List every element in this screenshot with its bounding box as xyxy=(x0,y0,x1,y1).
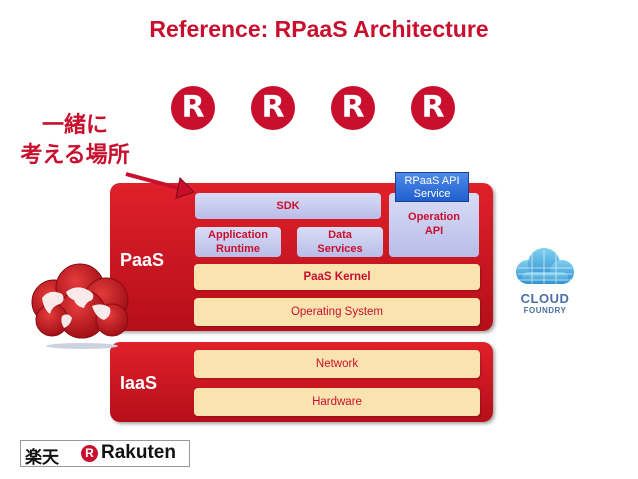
cloud-foundry-icon xyxy=(516,248,574,286)
operation-api-line2: API xyxy=(424,225,444,237)
pointer-arrow-icon xyxy=(125,172,195,199)
world-cloud-icon xyxy=(31,263,129,349)
iaas-label: IaaS xyxy=(120,373,158,393)
rakuten-r-badge: R xyxy=(81,445,98,462)
data-services-line2: Services xyxy=(317,243,363,255)
operating-system-box: Operating System xyxy=(194,298,480,326)
paas-label: PaaS xyxy=(120,250,165,270)
rakuten-r-logo: R xyxy=(171,86,215,130)
operation-api-box: Operation API xyxy=(389,193,479,257)
rakuten-jp-text: 楽天 xyxy=(25,448,59,468)
rakuten-r-logo: R xyxy=(251,86,295,130)
rpaas-api-service-box: RPaaS API Service xyxy=(395,172,469,202)
rakuten-brand-text: Rakuten xyxy=(101,442,176,463)
rpaas-api-line1: RPaaS API xyxy=(404,175,460,187)
rakuten-r-logo: R xyxy=(411,86,455,130)
callout-line2: 考える場所 xyxy=(20,143,130,168)
rakuten-footer-logo: 楽天 R Rakuten xyxy=(20,440,190,468)
cloud-foundry-line2: FOUNDRY xyxy=(523,306,567,315)
cloud-foundry-line1: CLOUD xyxy=(520,291,570,306)
operation-api-line1: Operation xyxy=(408,211,460,223)
network-box: Network xyxy=(194,350,480,378)
page-title: Reference: RPaaS Architecture xyxy=(149,16,489,42)
paas-kernel-box: PaaS Kernel xyxy=(194,264,480,290)
callout-line1: 一緒に xyxy=(41,113,108,138)
rpaas-api-line2: Service xyxy=(413,188,451,200)
data-services-line1: Data xyxy=(328,229,352,241)
hardware-box: Hardware xyxy=(194,388,480,416)
rakuten-r-logo: R xyxy=(331,86,375,130)
application-runtime-line2: Runtime xyxy=(216,243,260,255)
sdk-box: SDK xyxy=(195,193,381,219)
data-services-box: Data Services xyxy=(297,227,383,257)
application-runtime-line1: Application xyxy=(208,229,268,241)
application-runtime-box: Application Runtime xyxy=(195,227,281,257)
